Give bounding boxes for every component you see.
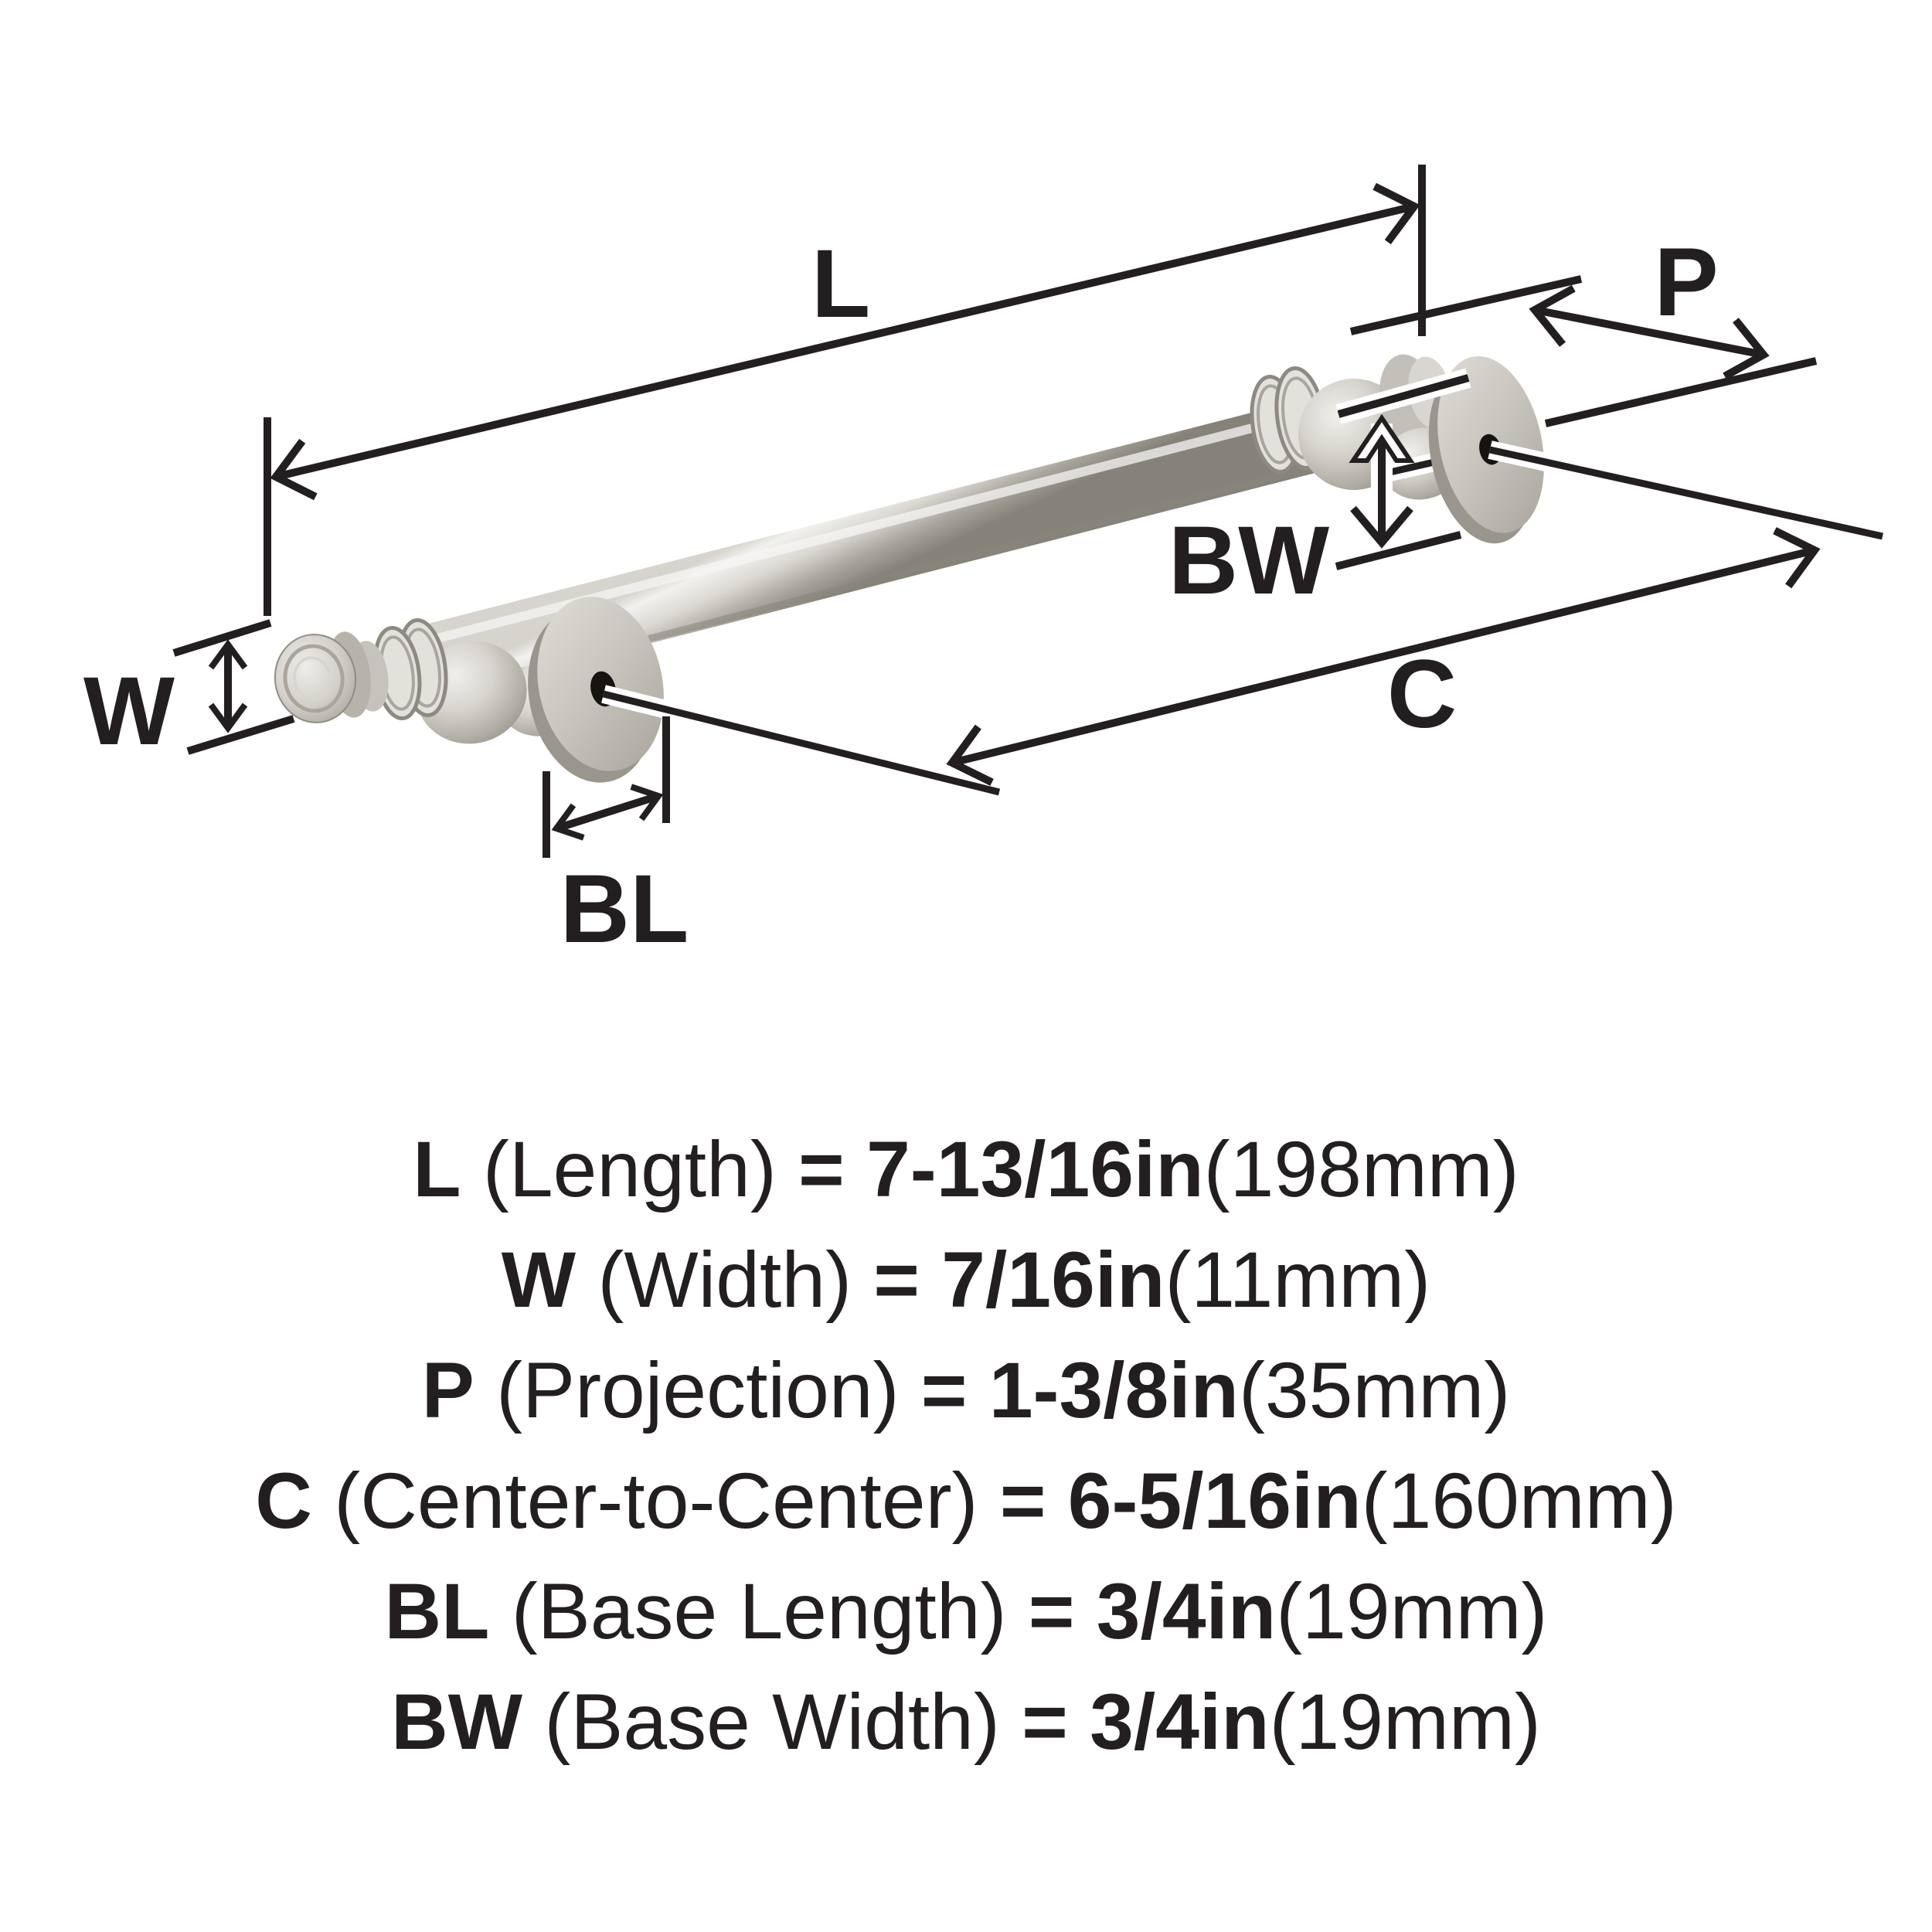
spec-row-length: L (Length) = 7-13/16in(198mm) — [413, 1125, 1519, 1213]
label-BW: BW — [1168, 507, 1329, 614]
label-P: P — [1654, 229, 1718, 336]
L-dimension-line — [270, 182, 1420, 501]
spec-row-center-to-center: C (Center-to-Center) = 6-5/16in(160mm) — [255, 1457, 1676, 1545]
label-BL: BL — [560, 855, 689, 963]
left-cap-ring-inner — [292, 656, 332, 701]
dimension-annotations — [172, 165, 1821, 858]
spec-row-base-length: BL (Base Length) = 3/4in(19mm) — [384, 1567, 1547, 1655]
left-base-plate — [528, 597, 664, 783]
handle-illustration — [274, 354, 1885, 801]
BL-dimension-arrow — [551, 784, 664, 841]
label-C: C — [1387, 641, 1457, 748]
W-tick-bottom — [186, 715, 295, 755]
BW-up-arrowhead — [1349, 413, 1415, 463]
spec-row-base-width: BW (Base Width) = 3/4in(19mm) — [391, 1678, 1541, 1766]
P-extension-back — [1544, 357, 1818, 427]
right-screw-axis — [1489, 446, 1883, 540]
left-cap-ring-outer — [283, 644, 345, 713]
label-W: W — [83, 658, 175, 765]
W-tick-top — [172, 619, 272, 657]
spec-row-projection: P (Projection) = 1-3/8in(35mm) — [422, 1346, 1511, 1434]
BW-tick-top — [1337, 374, 1470, 418]
C-dimension-line — [946, 527, 1821, 786]
spec-row-width: W (Width) = 7/16in(11mm) — [502, 1236, 1430, 1324]
BW-tick-bottom — [1335, 531, 1462, 570]
spec-list: L (Length) = 7-13/16in(198mm) W (Width) … — [255, 1125, 1676, 1766]
label-L: L — [811, 230, 870, 338]
P-extension-front — [1349, 275, 1583, 335]
P-dimension-arrow — [1529, 284, 1770, 380]
left-screw-axis — [602, 690, 1001, 796]
